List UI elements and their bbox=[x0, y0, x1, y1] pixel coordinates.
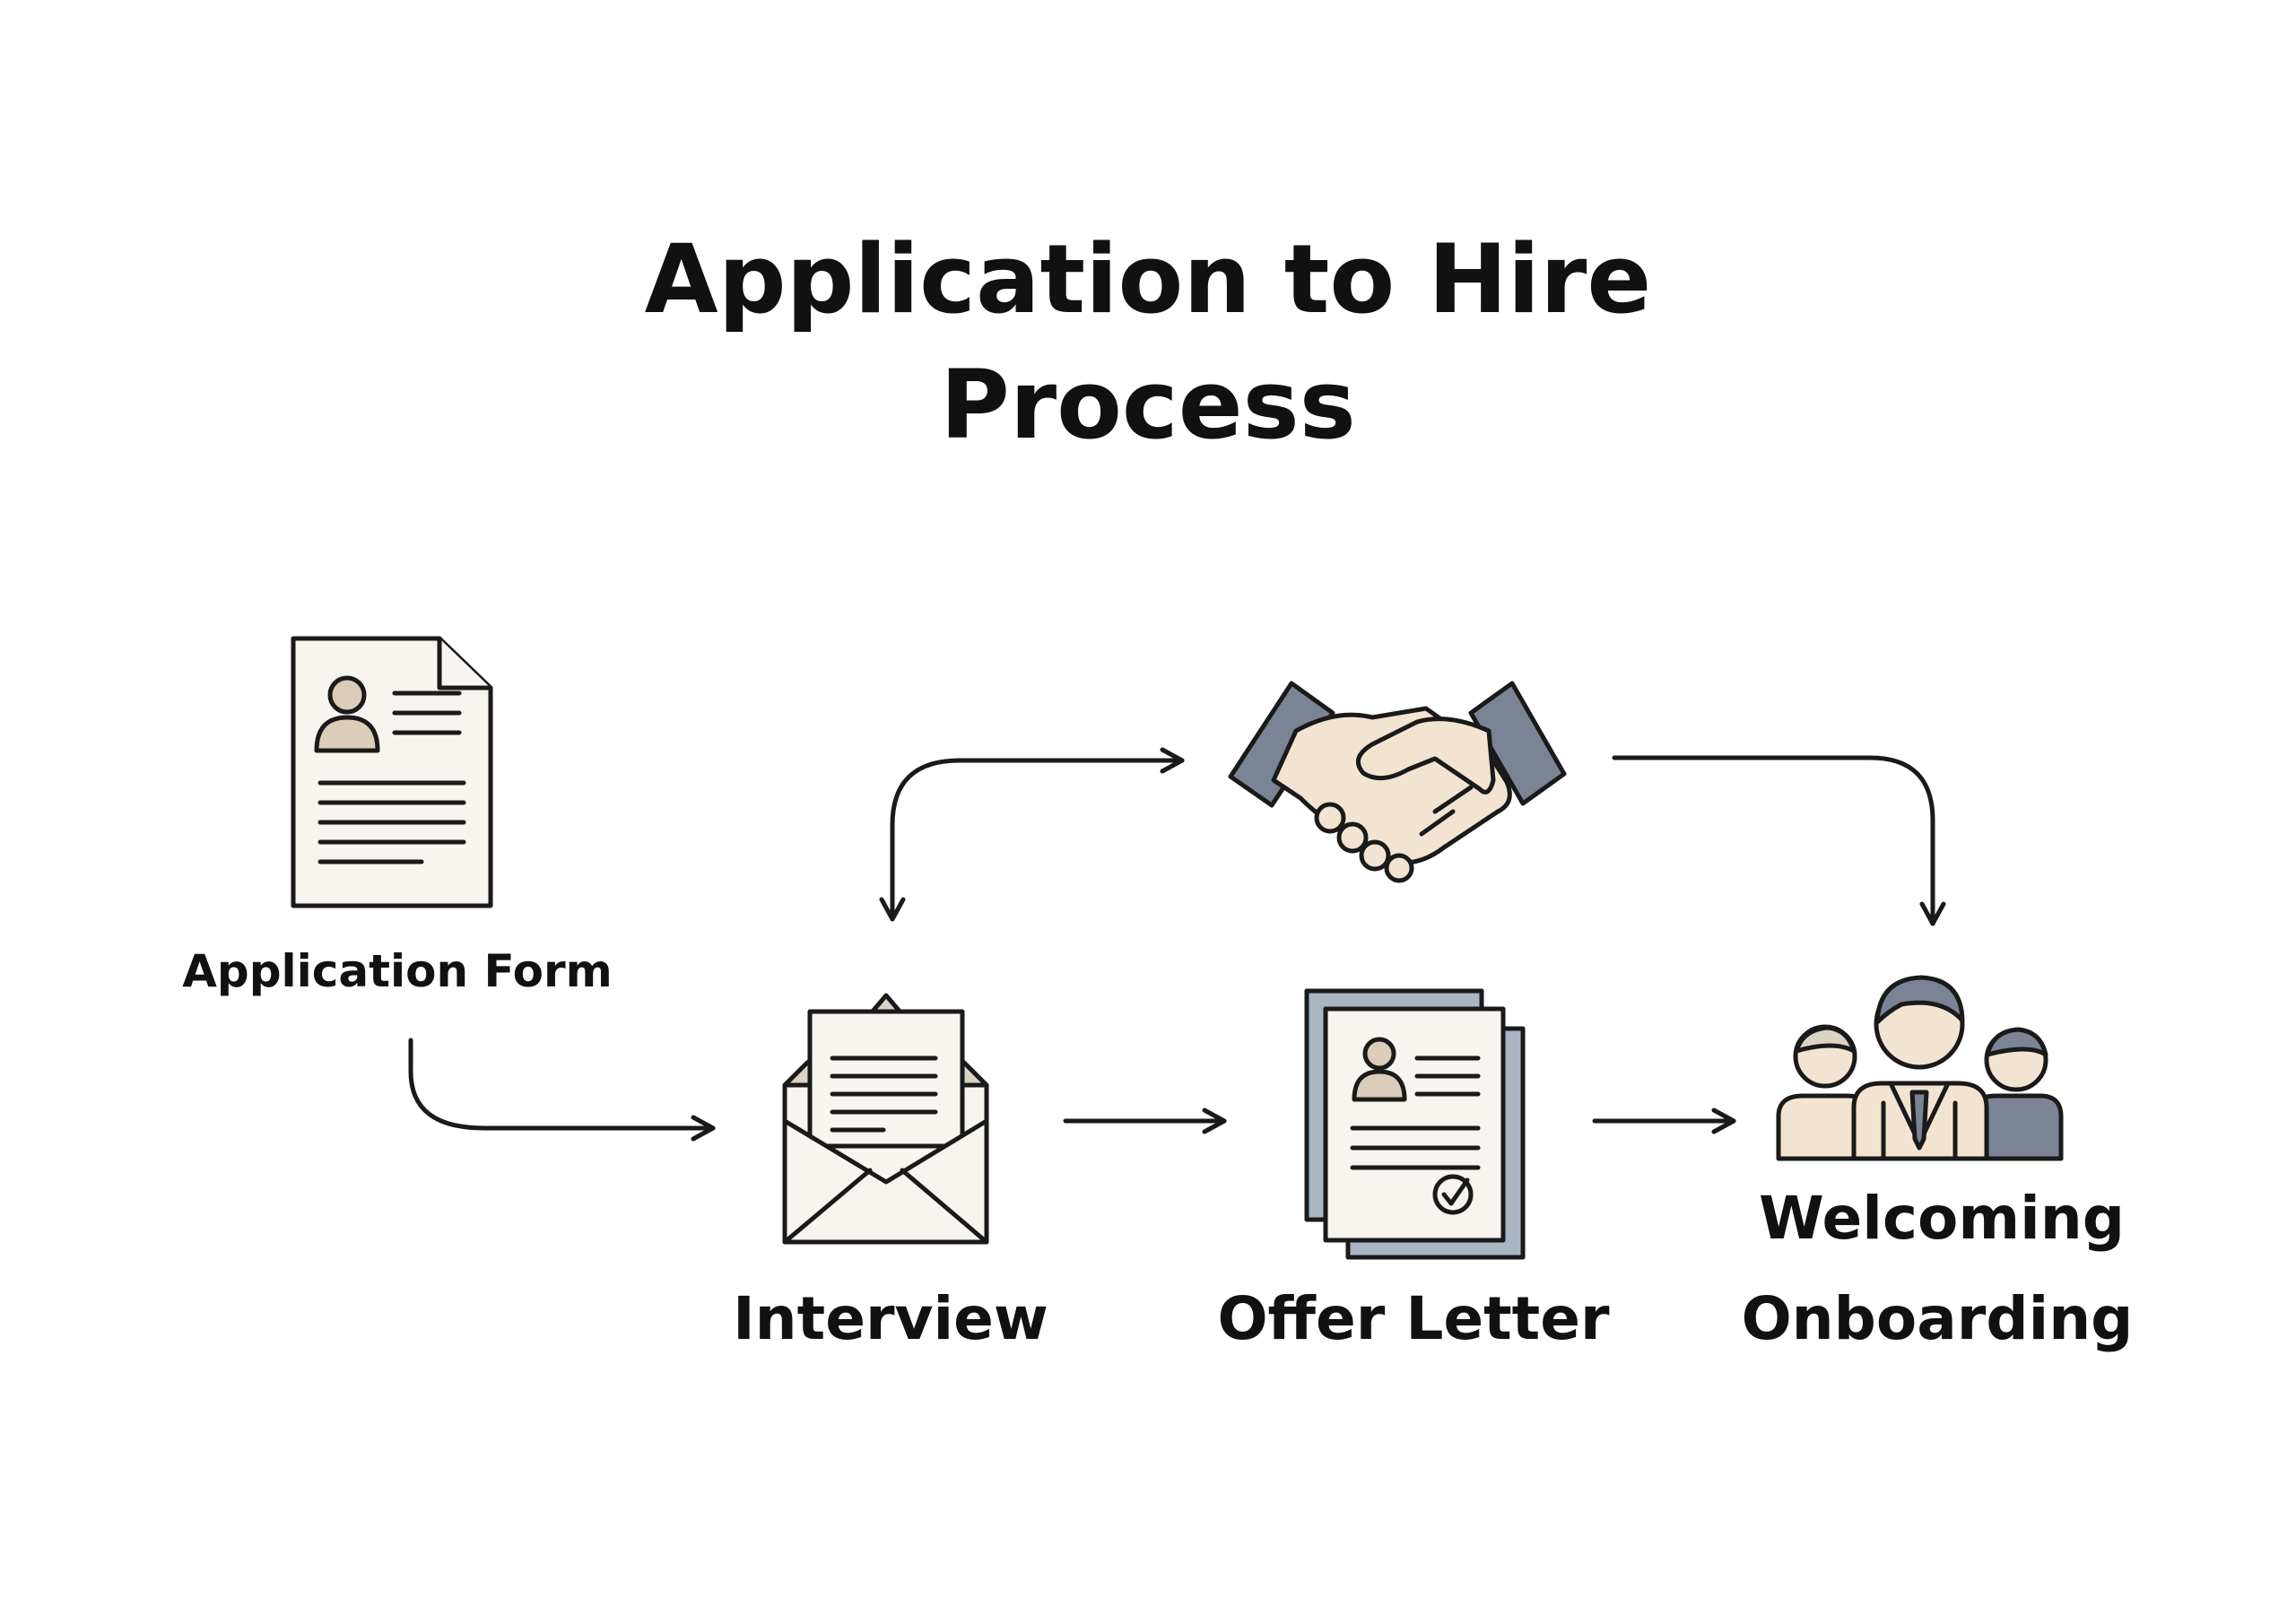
title-line-1: Application to Hire bbox=[644, 224, 1652, 334]
team-icon bbox=[1776, 975, 2064, 1161]
label-welcoming: Welcoming bbox=[1759, 1184, 2125, 1253]
title-line-2: Process bbox=[940, 350, 1356, 460]
label-application-form: Application Form bbox=[182, 945, 613, 997]
document-icon bbox=[291, 636, 493, 908]
edge-application-to-interview bbox=[408, 1038, 716, 1142]
label-offer-letter: Offer Letter bbox=[1217, 1284, 1610, 1353]
edge-handshake-to-onboarding bbox=[1612, 755, 1946, 926]
edge-interview-to-handshake bbox=[890, 747, 1185, 913]
label-interview: Interview bbox=[733, 1284, 1048, 1353]
envelope-icon bbox=[782, 993, 989, 1245]
label-onboarding: Onboarding bbox=[1741, 1284, 2134, 1353]
offer-letter-icon bbox=[1304, 988, 1526, 1260]
diagram-title: Application to Hire Process bbox=[251, 217, 2045, 468]
handshake-icon bbox=[1228, 681, 1567, 883]
